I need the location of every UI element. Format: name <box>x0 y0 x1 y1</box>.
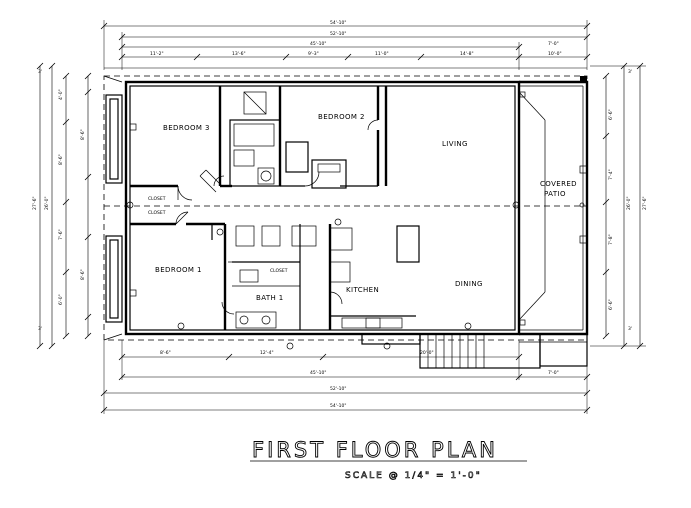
room-label-patio: PATIO <box>544 190 566 198</box>
right-dimension-lines: 6'-6" 7'-4" 7'-8" 6'-6" 26'-0" 27'-6" 3'… <box>590 62 648 350</box>
svg-text:14'-8": 14'-8" <box>460 51 474 57</box>
room-label-dining: DINING <box>455 280 483 288</box>
room-label-living: LIVING <box>442 140 468 148</box>
svg-text:52'-10": 52'-10" <box>330 386 346 392</box>
svg-text:3': 3' <box>38 326 42 332</box>
svg-text:11'-2": 11'-2" <box>150 51 164 57</box>
bottom-dimension-lines: 8'-6" 12'-4" 20'-0" 45'-10" 7'-0" 52'-10… <box>100 340 591 414</box>
svg-text:6'-0": 6'-0" <box>58 294 64 305</box>
svg-text:6'-6": 6'-6" <box>608 109 614 120</box>
left-bay-windows <box>105 94 137 323</box>
left-dimension-lines: 27'-6" 26'-0" 4'-0" 8'-6" 7'-6" 6'-0" 8'… <box>32 62 92 350</box>
svg-text:12'-4": 12'-4" <box>260 350 274 356</box>
svg-text:7'-0": 7'-0" <box>548 370 559 376</box>
entry-steps <box>361 333 588 369</box>
svg-text:6'-6": 6'-6" <box>608 299 614 310</box>
room-label-covered: COVERED <box>540 180 577 188</box>
svg-text:8'-6": 8'-6" <box>80 269 86 280</box>
svg-text:45'-10": 45'-10" <box>310 370 326 376</box>
room-label-bedroom-2: BEDROOM 2 <box>318 113 365 121</box>
svg-text:8'-6": 8'-6" <box>160 350 171 356</box>
svg-text:27'-6": 27'-6" <box>32 196 38 210</box>
room-label-bath-1: BATH 1 <box>256 294 284 302</box>
svg-text:3': 3' <box>628 69 632 75</box>
svg-text:7'-8": 7'-8" <box>608 234 614 245</box>
kitchen-island <box>396 225 420 263</box>
svg-text:45'-10": 45'-10" <box>310 41 326 47</box>
top-dimension-lines: 54'-10" 52'-10" 45'-10" 7'-0" 11'-2" 13'… <box>100 20 591 70</box>
interior-walls <box>130 86 420 330</box>
svg-text:26'-0": 26'-0" <box>44 196 50 210</box>
svg-text:27'-6": 27'-6" <box>642 196 648 210</box>
svg-text:7'-6": 7'-6" <box>58 229 64 240</box>
svg-text:7'-4": 7'-4" <box>608 169 614 180</box>
svg-text:4'-0": 4'-0" <box>58 89 64 100</box>
room-label-closet-bath: CLOSET <box>270 268 288 274</box>
door-swings <box>175 119 379 315</box>
room-label-closet-top: CLOSET <box>148 196 166 202</box>
svg-text:8'-6": 8'-6" <box>58 154 64 165</box>
svg-text:54'-10": 54'-10" <box>330 20 346 26</box>
svg-text:8'-6": 8'-6" <box>80 129 86 140</box>
room-label-bedroom-1: BEDROOM 1 <box>155 266 202 274</box>
svg-text:20'-0": 20'-0" <box>420 350 434 356</box>
svg-text:7'-0": 7'-0" <box>548 41 559 47</box>
svg-text:3': 3' <box>38 69 42 75</box>
drawing-title: FIRST FLOOR PLAN <box>252 438 498 462</box>
room-label-kitchen: KITCHEN <box>346 286 379 294</box>
room-label-closet-bottom: CLOSET <box>148 210 166 216</box>
svg-text:13'-6": 13'-6" <box>232 51 246 57</box>
svg-text:3': 3' <box>628 326 632 332</box>
svg-text:9'-3": 9'-3" <box>308 51 319 57</box>
fixture-markers <box>126 91 585 350</box>
svg-text:54'-10": 54'-10" <box>330 403 346 409</box>
svg-text:52'-10": 52'-10" <box>330 31 346 37</box>
svg-text:26'-0": 26'-0" <box>626 196 632 210</box>
room-label-bedroom-3: BEDROOM 3 <box>163 124 210 132</box>
drawing-scale: SCALE @ 1/4" = 1'-0" <box>345 471 482 481</box>
svg-text:10'-0": 10'-0" <box>548 51 562 57</box>
svg-text:11'-0": 11'-0" <box>375 51 389 57</box>
